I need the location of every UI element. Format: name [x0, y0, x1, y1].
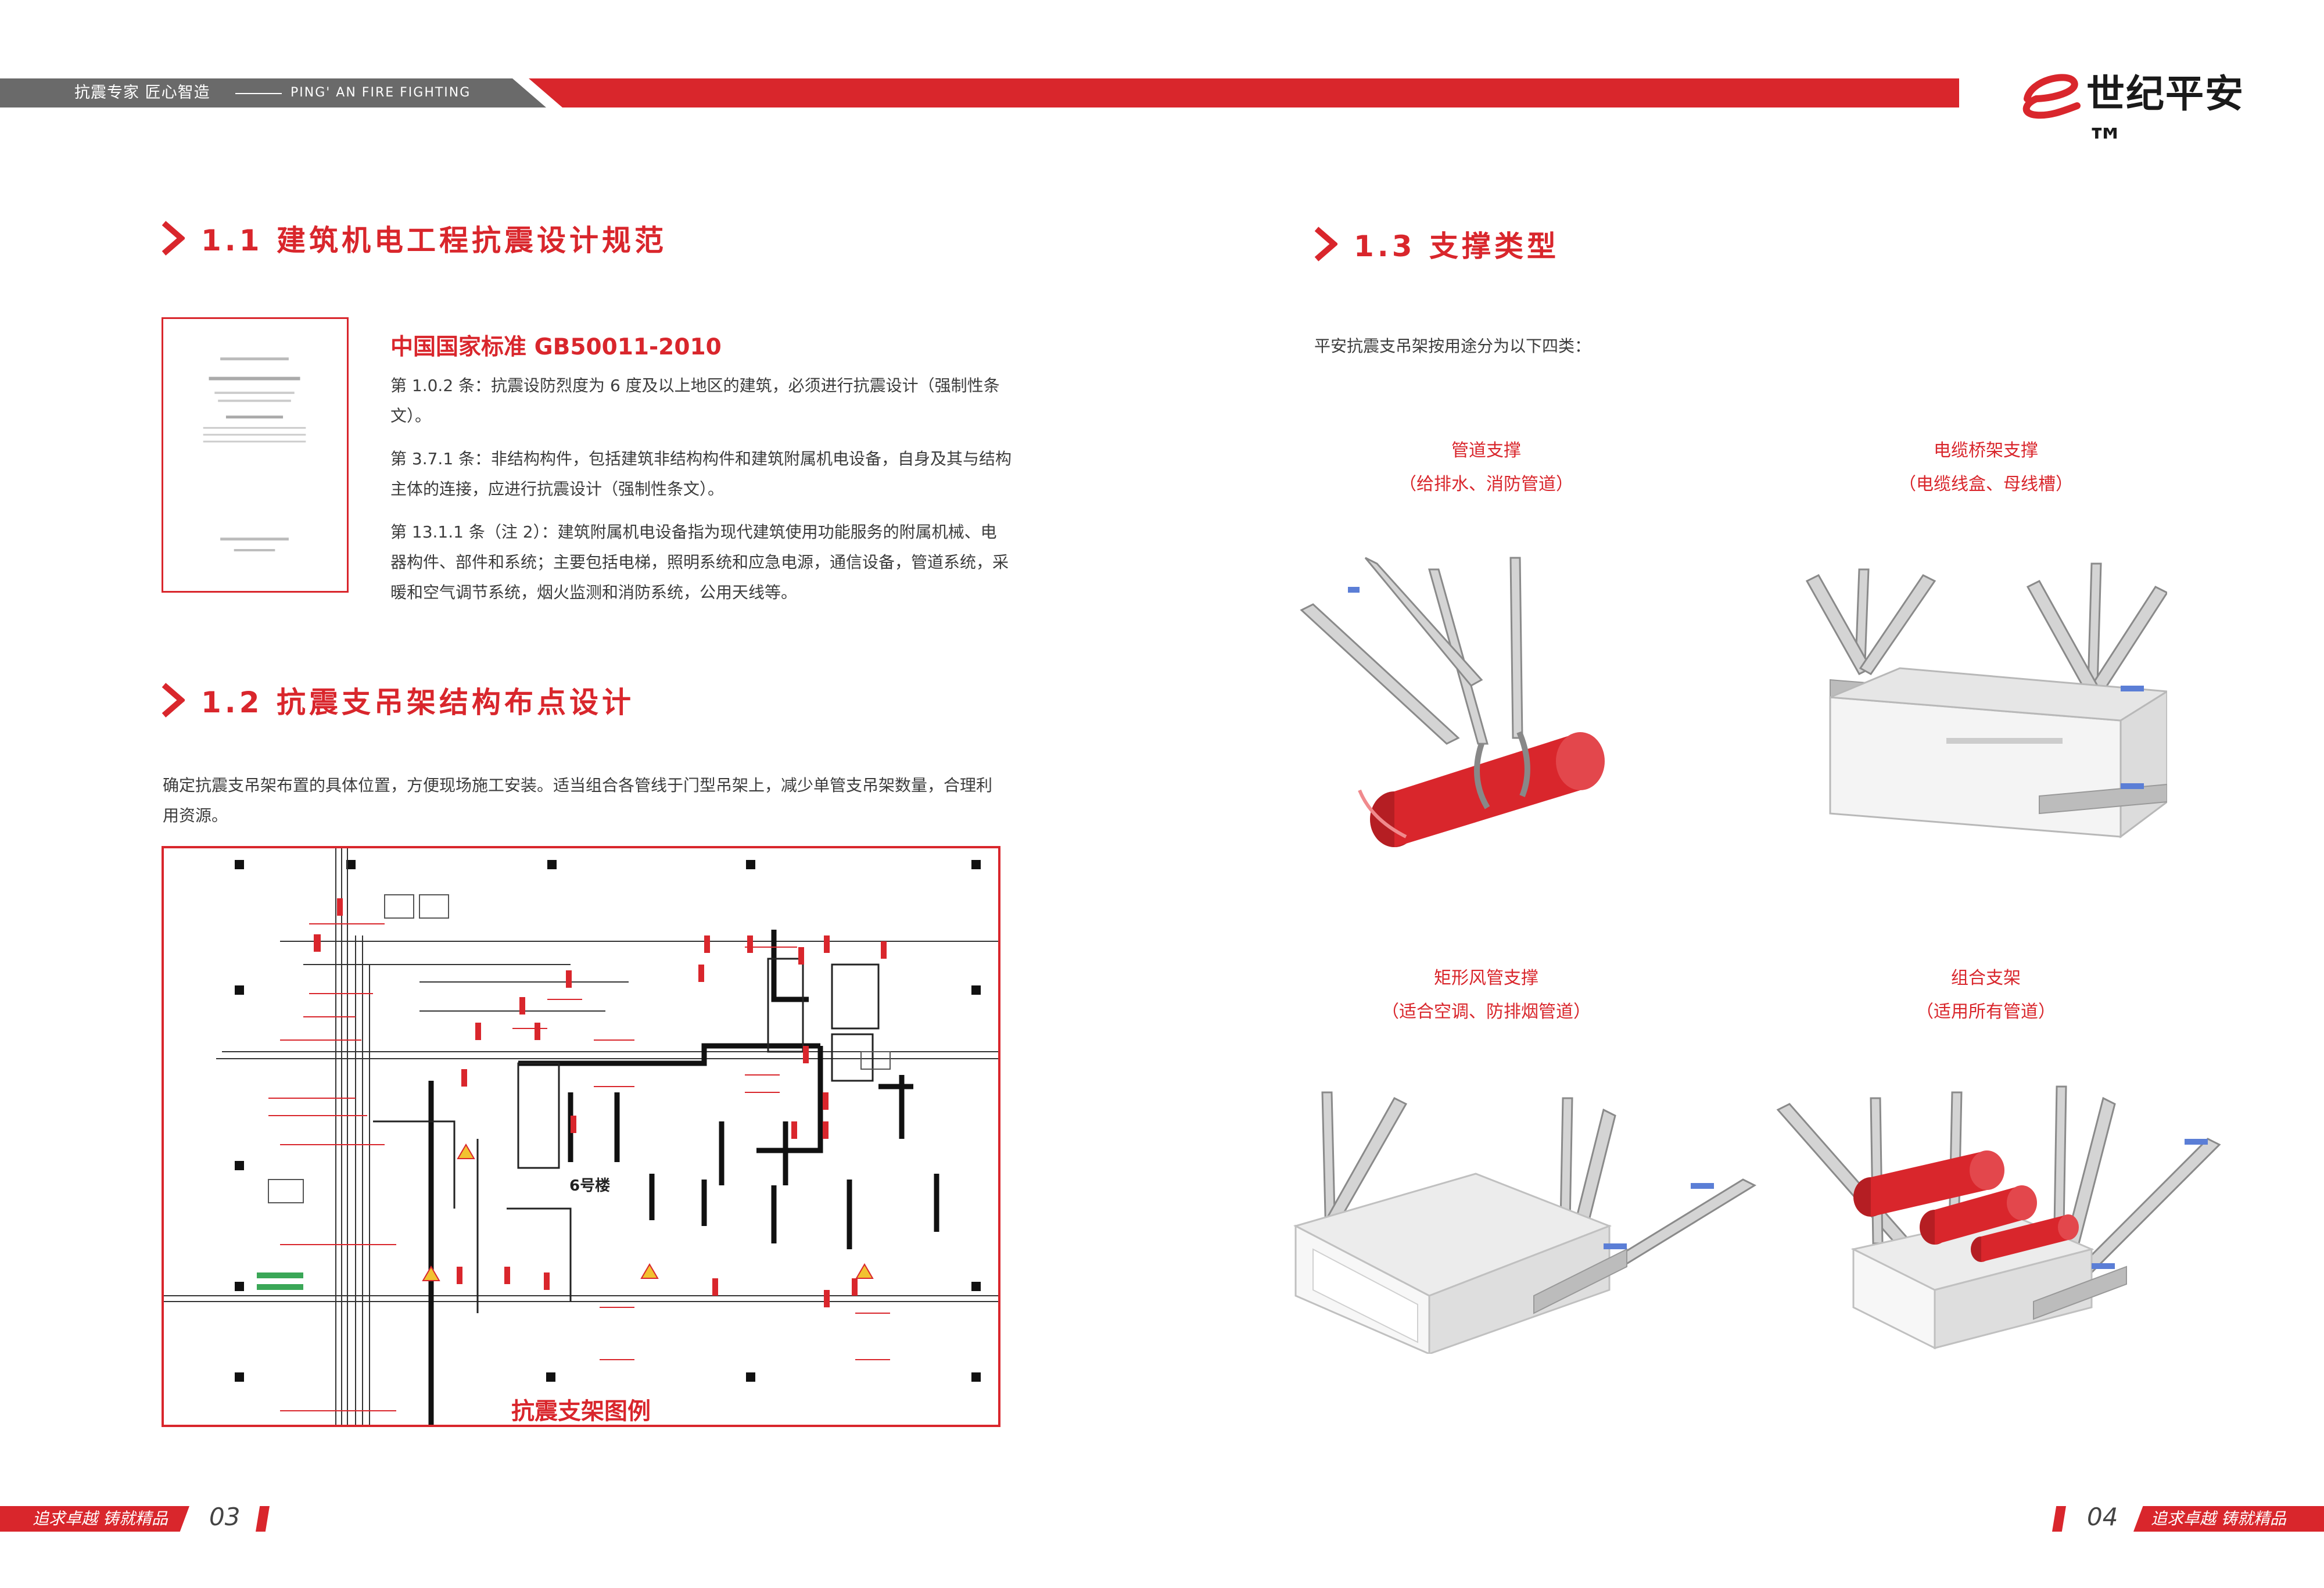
- combined-support-illustration: [1776, 1085, 2221, 1350]
- cable-tray-support-illustration: [1805, 562, 2167, 838]
- support-types-intro: 平安抗震支吊架按用途分为以下四类：: [1314, 336, 1591, 356]
- drawing-caption: 抗震支架图例: [511, 1398, 651, 1425]
- category-pipe-support-sub: （给排水、消防管道）: [1399, 474, 1573, 494]
- seismic-layout-drawing: 6号楼 抗震支架图例: [162, 846, 1000, 1427]
- page-number-left: 03: [209, 1503, 241, 1531]
- chevron-right-icon: [162, 221, 185, 256]
- category-cable-tray-sub: （电缆线盒、母线槽）: [1899, 474, 2073, 494]
- section-1-2-title-text: 1.2 抗震支吊架结构布点设计: [201, 686, 634, 719]
- section-1-2-paragraph: 确定抗震支吊架布置的具体位置，方便现场施工安装。适当组合各管线于门型吊架上，减少…: [163, 776, 993, 825]
- chevron-right-icon: [1314, 227, 1337, 261]
- brand-logo: 世纪平安™: [2013, 69, 2257, 165]
- category-combined-support-sub: （适用所有管道）: [1916, 1002, 2056, 1022]
- category-pipe-support-name: 管道支撑: [1451, 440, 1521, 461]
- footer-left-slogan: 追求卓越 铸就精品: [33, 1509, 168, 1528]
- footer-right-slogan: 追求卓越 铸就精品: [2151, 1509, 2286, 1528]
- section-1-1-title: 1.1 建筑机电工程抗震设计规范: [162, 215, 667, 261]
- header-divider: [235, 93, 282, 94]
- category-duct-support-name: 矩形风管支撑: [1434, 968, 1538, 988]
- section-1-2-title: 1.2 抗震支吊架结构布点设计: [162, 677, 634, 723]
- brand-name: 世纪平安™: [2086, 71, 2244, 165]
- footer-left-slash: [256, 1506, 270, 1532]
- header-english: PING' AN FIRE FIGHTING: [290, 85, 471, 100]
- book-cover-illustration: [203, 357, 306, 551]
- category-cable-tray-name: 电缆桥架支撑: [1934, 440, 2038, 461]
- footer-right-slash: [2052, 1506, 2066, 1532]
- standard-book-cover: [162, 317, 349, 593]
- section-1-3-title-text: 1.3 支撑类型: [1354, 230, 1559, 263]
- duct-support-illustration: [1293, 1091, 1757, 1354]
- header-slogan: 抗震专家 匠心智造: [74, 84, 210, 102]
- floor-plan-illustration: [164, 848, 998, 1425]
- pipe-support-illustration: [1300, 557, 1605, 847]
- chevron-right-icon: [162, 683, 185, 718]
- header-red-band: [529, 78, 1959, 107]
- footer-right-bar: [2133, 1506, 2324, 1532]
- footer-left-bar: [0, 1506, 189, 1532]
- category-combined-support-name: 组合支架: [1951, 968, 2021, 988]
- clause-1-0-2: 第 1.0.2 条：抗震设防烈度为 6 度及以上地区的建筑，必须进行抗震设计（强…: [390, 376, 1000, 425]
- standard-title: 中国国家标准 GB50011-2010: [390, 334, 722, 360]
- category-duct-support-sub: （适合空调、防排烟管道）: [1382, 1002, 1591, 1022]
- clause-13-1-1: 第 13.1.1 条（注 2）：建筑附属机电设备指为现代建筑使用功能服务的附属机…: [390, 522, 1009, 602]
- building-label: 6号楼: [569, 1177, 611, 1195]
- brand-e-icon: [2022, 74, 2081, 119]
- section-1-1-title-text: 1.1 建筑机电工程抗震设计规范: [201, 224, 667, 257]
- section-1-3-title: 1.3 支撑类型: [1314, 221, 1559, 267]
- clause-3-7-1: 第 3.7.1 条：非结构构件，包括建筑非结构构件和建筑附属机电设备，自身及其与…: [390, 449, 1012, 499]
- page-number-right: 04: [2087, 1503, 2118, 1531]
